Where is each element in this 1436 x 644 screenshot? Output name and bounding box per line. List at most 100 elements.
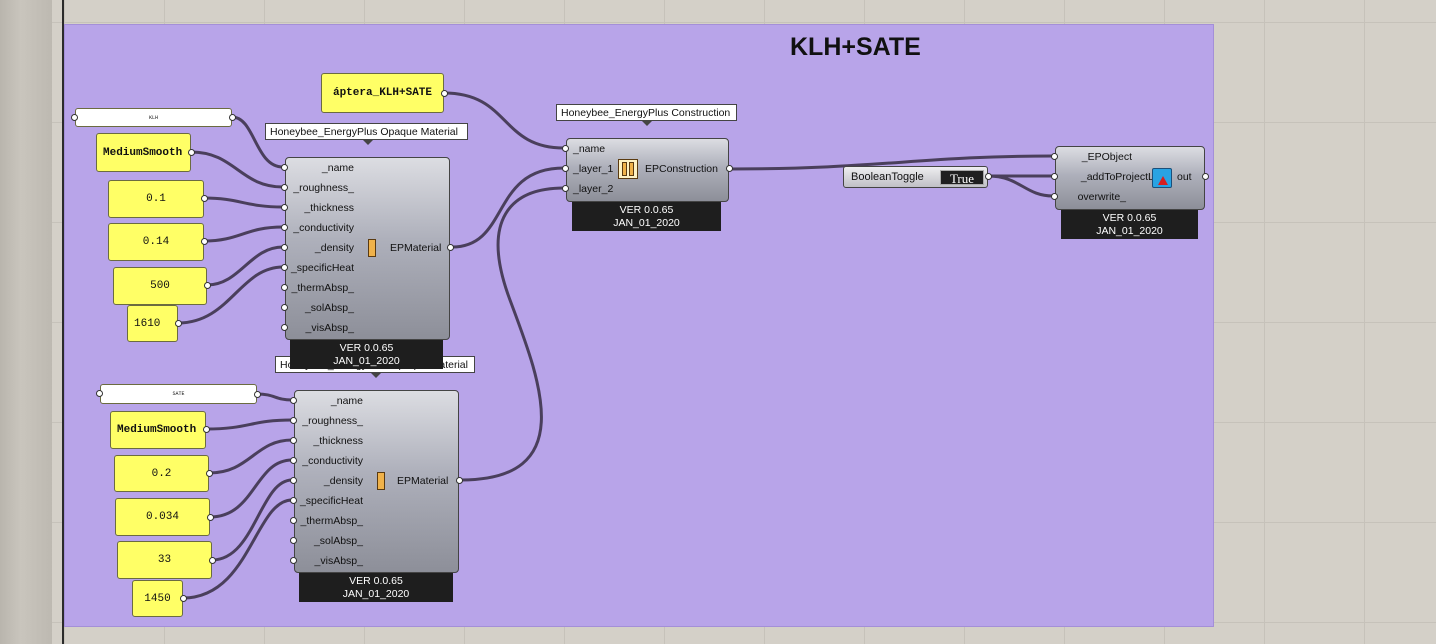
group-title: KLH+SATE — [790, 33, 921, 61]
construction-name-panel[interactable]: áptera_KLH+SATE — [321, 73, 444, 113]
mat2-specificheat-panel-port[interactable] — [180, 595, 187, 602]
mat1-conductivity-panel-port[interactable] — [201, 238, 208, 245]
mat2-port-in-1[interactable] — [290, 417, 297, 424]
mat2-thickness-panel[interactable]: 0.2 — [114, 455, 209, 492]
mat1-port-in-4[interactable] — [281, 244, 288, 251]
boolean-toggle-value[interactable]: True — [940, 170, 984, 186]
mat2-port-in-2[interactable] — [290, 437, 297, 444]
construction-port-in-2[interactable] — [562, 185, 569, 192]
addlib-port-out[interactable] — [1202, 173, 1209, 180]
mat2-input-name: _name — [330, 395, 363, 407]
construction-port-out[interactable] — [726, 165, 733, 172]
mat1-name-panel[interactable]: KLH — [75, 108, 232, 127]
mat1-input-density: _density — [314, 242, 354, 254]
mat1-port-in-5[interactable] — [281, 264, 288, 271]
material1-tooltip: Honeybee_EnergyPlus Opaque Material — [265, 123, 468, 140]
mat2-specificheat-panel[interactable]: 1450 — [132, 580, 183, 617]
material1-date-overlay: JAN_01_2020 — [333, 355, 400, 367]
wire-mat1-roughness — [189, 150, 285, 189]
construction-version: VER 0.0.65 — [619, 204, 674, 216]
mat1-port-in-8[interactable] — [281, 324, 288, 331]
boolean-toggle[interactable]: BooleanToggle True — [843, 166, 988, 188]
mat1-output-epmaterial: EPMaterial — [390, 242, 442, 254]
wire-mat1-conductivity — [202, 225, 285, 243]
mat1-input-roughness: _roughness_ — [293, 182, 354, 194]
mat1-port-in-3[interactable] — [281, 224, 288, 231]
mat1-port-in-0[interactable] — [281, 164, 288, 171]
addlib-input-epobject: _EPObject — [1081, 151, 1132, 163]
mat2-port-in-8[interactable] — [290, 557, 297, 564]
mat2-input-roughness: _roughness_ — [302, 415, 363, 427]
mat2-port-in-5[interactable] — [290, 497, 297, 504]
addlib-port-in-2[interactable] — [1051, 193, 1058, 200]
material1-version-footer-overlay: VER 0.0.65 JAN_01_2020 — [290, 340, 443, 369]
mat2-density-panel[interactable]: 33 — [117, 541, 212, 579]
mat1-specificheat-panel[interactable]: 1610 — [127, 305, 178, 342]
mat2-port-in-7[interactable] — [290, 537, 297, 544]
wire-mat2-density — [210, 478, 294, 562]
wire-mat2-thickness — [207, 438, 294, 475]
construction-version-footer: VER 0.0.65 JAN_01_2020 — [572, 202, 721, 231]
mat2-input-solabsp: _solAbsp_ — [313, 535, 363, 547]
mat2-name-panel-port[interactable] — [254, 391, 261, 398]
mat1-port-in-7[interactable] — [281, 304, 288, 311]
mat2-density-panel-port[interactable] — [209, 557, 216, 564]
component-group-klh-sate[interactable] — [64, 24, 1214, 627]
mat2-port-in-4[interactable] — [290, 477, 297, 484]
construction-name-panel-port[interactable] — [441, 90, 448, 97]
mat2-input-thermabsp: _thermAbsp_ — [300, 515, 363, 527]
mat2-port-out[interactable] — [456, 477, 463, 484]
material1-version-overlay: VER 0.0.65 — [339, 342, 394, 354]
mat2-roughness-panel[interactable]: MediumSmooth — [110, 411, 206, 449]
mat1-conductivity-panel[interactable]: 0.14 — [108, 223, 204, 261]
mat1-name-panel-in-port[interactable] — [71, 114, 78, 121]
mat2-roughness-panel-port[interactable] — [203, 426, 210, 433]
addlib-port-in-0[interactable] — [1051, 153, 1058, 160]
mat1-thickness-panel[interactable]: 0.1 — [108, 180, 204, 218]
mat1-input-conductivity: _conductivity — [293, 222, 354, 234]
mat1-name-panel-port[interactable] — [229, 114, 236, 121]
mat1-port-out[interactable] — [447, 244, 454, 251]
mat2-conductivity-panel-port[interactable] — [207, 514, 214, 521]
addlib-output: out — [1177, 171, 1192, 183]
construction-component[interactable]: _name _layer_1 _layer_2 EPConstruction — [566, 138, 729, 202]
opaque-material-component-2[interactable]: _name _roughness_ _thickness _conductivi… — [294, 390, 459, 573]
boolean-toggle-port[interactable] — [985, 173, 992, 180]
wire-mat1-thickness — [202, 196, 285, 209]
mat1-roughness-panel-port[interactable] — [188, 149, 195, 156]
mat1-specificheat-panel-port[interactable] — [175, 320, 182, 327]
canvas-divider — [62, 0, 64, 644]
construction-tooltip: Honeybee_EnergyPlus Construction — [556, 104, 737, 121]
add-to-project-lib-component[interactable]: _EPObject _addToProjectLib overwrite_ ou… — [1055, 146, 1205, 210]
mat1-port-in-1[interactable] — [281, 184, 288, 191]
construction-port-in-1[interactable] — [562, 165, 569, 172]
wire-construction-name — [442, 91, 566, 150]
mat2-name-panel[interactable]: SATE — [100, 384, 257, 404]
addlib-date: JAN_01_2020 — [1096, 225, 1163, 237]
mat1-port-in-6[interactable] — [281, 284, 288, 291]
opaque-material-component-1[interactable]: _name _roughness_ _thickness _conductivi… — [285, 157, 450, 340]
mat1-roughness-panel[interactable]: MediumSmooth — [96, 133, 191, 172]
mat2-port-in-3[interactable] — [290, 457, 297, 464]
mat2-port-in-0[interactable] — [290, 397, 297, 404]
mat1-density-panel-port[interactable] — [204, 282, 211, 289]
mat2-thickness-panel-port[interactable] — [206, 470, 213, 477]
addlib-port-in-1[interactable] — [1051, 173, 1058, 180]
material-icon — [368, 239, 376, 257]
wire-mat2-name — [255, 392, 294, 402]
mat1-density-panel[interactable]: 500 — [113, 267, 207, 305]
mat2-conductivity-panel[interactable]: 0.034 — [115, 498, 210, 536]
material1-tooltip-arrow — [363, 140, 373, 145]
mat2-output-epmaterial: EPMaterial — [397, 475, 449, 487]
mat2-input-specificheat: _specificHeat — [299, 495, 363, 507]
construction-input-name: _name — [573, 143, 606, 155]
mat1-port-in-2[interactable] — [281, 204, 288, 211]
construction-port-in-0[interactable] — [562, 145, 569, 152]
wire-mat2-conductivity — [208, 458, 294, 519]
mat2-name-panel-in-port[interactable] — [96, 390, 103, 397]
mat2-port-in-6[interactable] — [290, 517, 297, 524]
canvas-left-edge — [0, 0, 52, 644]
mat1-input-specificheat: _specificHeat — [290, 262, 354, 274]
wire-mat2-roughness — [204, 418, 294, 431]
mat1-thickness-panel-port[interactable] — [201, 195, 208, 202]
